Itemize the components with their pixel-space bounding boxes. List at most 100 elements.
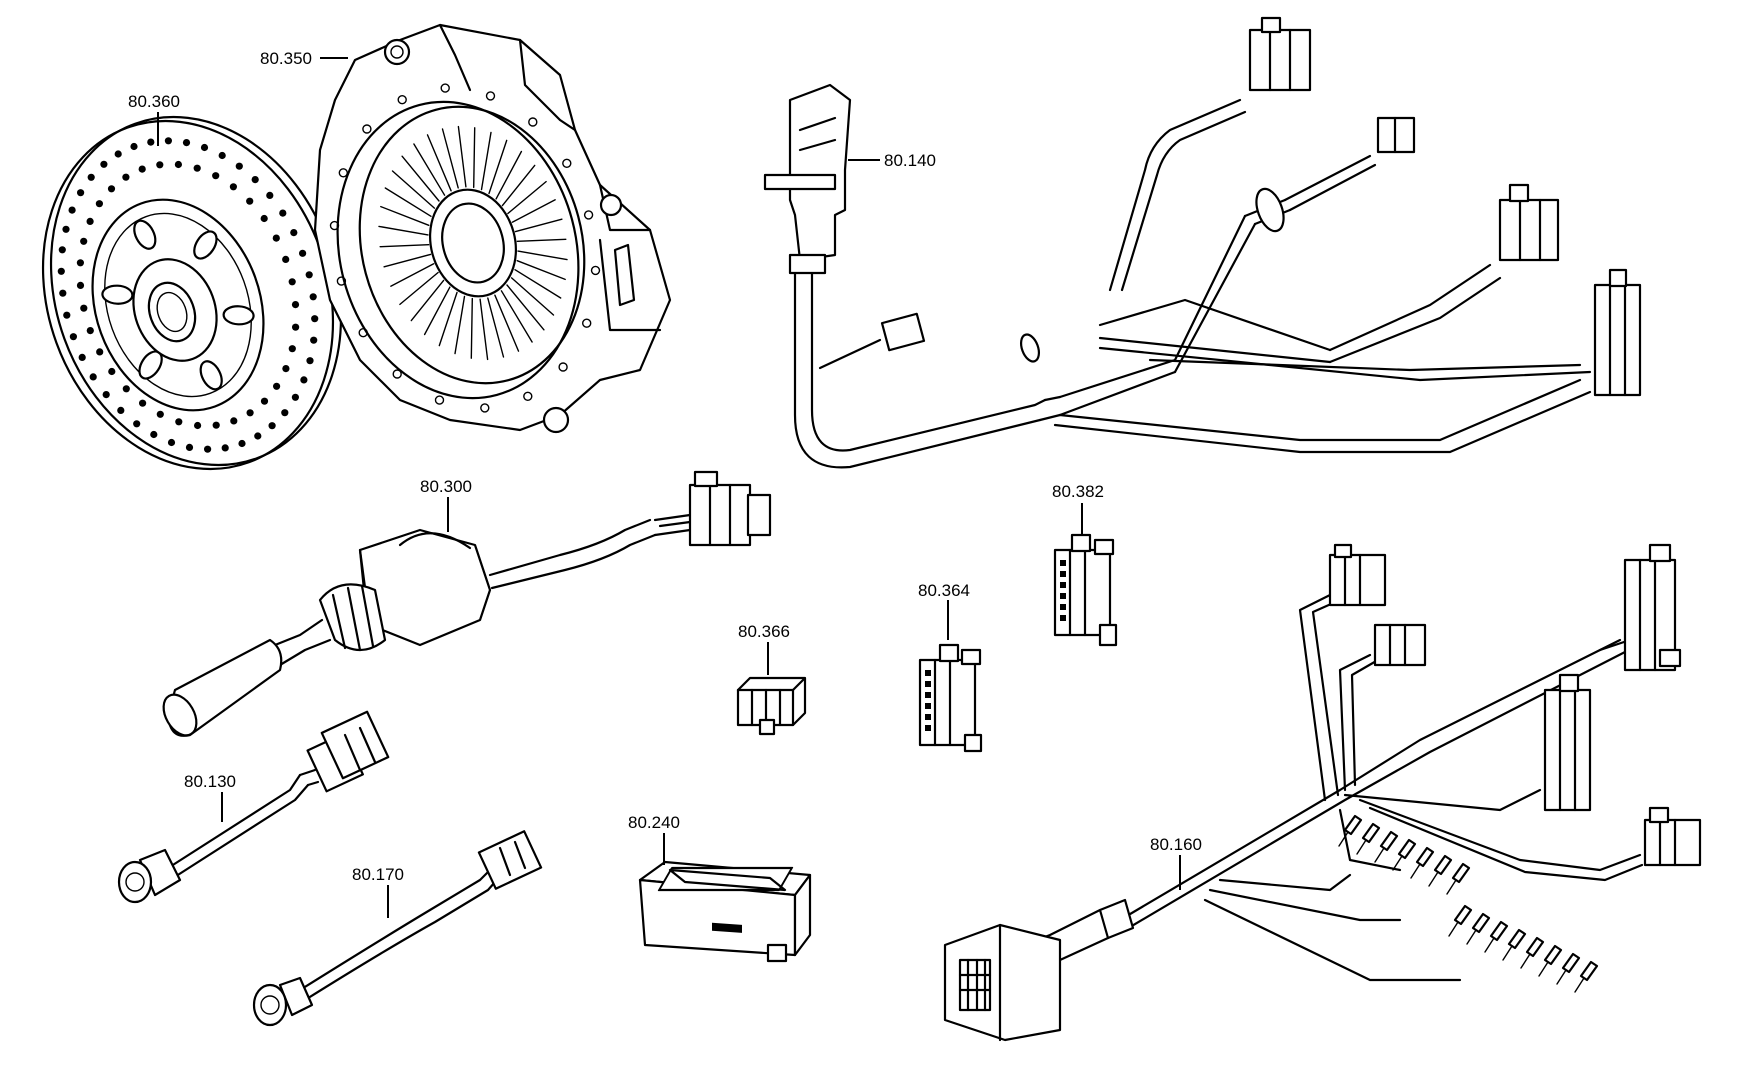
diaphragm-finger (457, 125, 467, 188)
friction-hole (114, 150, 122, 158)
terminal-wire (1502, 945, 1513, 961)
friction-hole (309, 293, 317, 301)
wire-terminal (1415, 846, 1435, 868)
friction-hole (266, 191, 274, 199)
lever-switch[interactable] (157, 470, 772, 741)
diaphragm-finger (494, 294, 520, 352)
connector-80366[interactable] (736, 676, 807, 736)
bolt-hole (558, 362, 568, 372)
friction-hole (290, 229, 298, 237)
friction-hole (218, 151, 226, 160)
connector-pin (1060, 615, 1066, 621)
terminal-wire (1556, 969, 1567, 985)
main-harness[interactable] (943, 543, 1702, 1042)
cable-80130[interactable] (117, 710, 390, 904)
friction-hole (288, 345, 296, 353)
diaphragm-finger (488, 139, 508, 195)
diaphragm-finger (378, 225, 429, 236)
friction-hole (229, 183, 237, 191)
connector-pin (1060, 593, 1066, 599)
diaphragm-finger (454, 295, 466, 355)
friction-hole (78, 353, 86, 361)
label-80240: 80.240 (628, 813, 680, 832)
friction-hole (291, 393, 299, 401)
friction-hole (139, 399, 147, 407)
bolt-hole (582, 318, 592, 328)
friction-hole (76, 281, 85, 289)
damper-spring (193, 230, 218, 260)
friction-hole (254, 432, 262, 440)
friction-hole (282, 365, 290, 373)
wire-terminal (1433, 854, 1453, 876)
friction-hole (268, 422, 276, 430)
friction-hole (193, 164, 201, 172)
friction-hole (299, 249, 307, 257)
bolt-hole (583, 210, 594, 220)
friction-hole (77, 189, 85, 197)
connector-pin (1060, 571, 1066, 577)
connector-pin (925, 714, 931, 720)
friction-hole (167, 438, 176, 447)
friction-hole (86, 217, 94, 225)
friction-hole (102, 391, 110, 399)
friction-hole (59, 289, 67, 297)
wire-terminal (1451, 862, 1471, 884)
friction-hole (57, 267, 65, 275)
friction-hole (150, 430, 158, 439)
diaphragm-finger (473, 127, 476, 189)
terminal-wire (1356, 839, 1367, 855)
friction-hole (87, 173, 95, 181)
diaphragm-finger (506, 284, 545, 331)
bolt-hole (590, 265, 601, 276)
damper-spring (222, 305, 255, 326)
label-80360: 80.360 (128, 92, 180, 111)
friction-hole (80, 304, 88, 312)
cable-80170[interactable] (252, 830, 543, 1027)
terminal-wire (1410, 863, 1421, 879)
connector-pin (925, 670, 931, 676)
friction-hole (282, 255, 290, 263)
terminal-wire (1446, 879, 1457, 895)
diaphragm-finger (423, 286, 451, 336)
diaphragm-finger (470, 297, 473, 359)
diaphragm-finger (480, 131, 492, 191)
friction-hole (281, 409, 289, 417)
friction-hole (279, 209, 287, 217)
diaphragm-finger (516, 260, 566, 281)
clutch-disc[interactable] (0, 76, 388, 510)
terminal-wire (1574, 977, 1585, 993)
label-80366: 80.366 (738, 622, 790, 641)
wire-terminal (1561, 952, 1581, 974)
friction-hole (107, 185, 116, 193)
bolt-hole (434, 395, 445, 405)
connector-pin (925, 725, 931, 731)
friction-hole (138, 165, 146, 173)
label-80170: 80.170 (352, 865, 404, 884)
friction-hole (238, 439, 246, 448)
diaphragm-finger (441, 128, 459, 189)
label-80382: 80.382 (1052, 482, 1104, 501)
friction-hole (182, 139, 191, 147)
connector-80382[interactable] (1053, 533, 1118, 647)
bolt-hole (397, 94, 407, 105)
friction-hole (76, 259, 84, 267)
wire-terminal (1525, 936, 1545, 958)
pressure-plate[interactable] (305, 23, 672, 434)
sensor-harness[interactable] (763, 16, 1642, 469)
display-unit[interactable] (638, 860, 812, 963)
friction-hole (292, 323, 300, 331)
friction-hole (133, 420, 141, 428)
connector-80364[interactable] (918, 643, 983, 753)
friction-hole (291, 301, 300, 309)
friction-hole (311, 315, 319, 323)
diaphragm-finger (399, 271, 439, 306)
friction-hole (156, 410, 164, 418)
diaphragm-finger (514, 218, 563, 233)
friction-hole (204, 445, 212, 453)
wire-terminal (1579, 960, 1599, 982)
diaphragm-finger (514, 269, 562, 299)
diaphragm-finger (390, 263, 435, 287)
friction-hole (122, 173, 130, 181)
friction-hole (246, 409, 254, 417)
